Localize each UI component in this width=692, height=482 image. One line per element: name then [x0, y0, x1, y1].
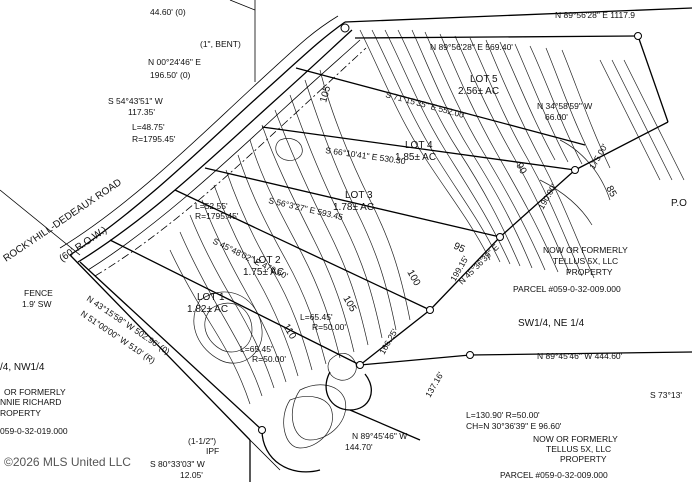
bearing-s80: S 80°33'03" W: [150, 459, 205, 469]
curve-l5255: L=52.55': [195, 201, 228, 211]
lot4-label: LOT 4: [405, 140, 433, 151]
bearing-n34: N 34°58'59" W: [537, 101, 592, 111]
lot5-acres: 2.56± AC: [458, 86, 499, 97]
curve-l6545a: L=65.45': [300, 312, 333, 322]
contour-105a: 105: [318, 84, 333, 103]
lot5-label: LOT 5: [470, 74, 498, 85]
bearing-n89-bottom: N 89°45'46" W 444.60': [537, 351, 623, 361]
bent-label: (1", BENT): [200, 39, 241, 49]
dist-14470: 144.70': [345, 442, 373, 452]
fence-sw: 1.9' SW: [22, 299, 52, 309]
bearing-s73: S 73°13': [650, 390, 682, 400]
curve-r5000b: R=50.00': [252, 354, 286, 364]
bearing-n00-dist: 196.50' (0): [150, 70, 191, 80]
fence-label: FENCE: [24, 288, 53, 298]
now-formerly-2: NOW OR FORMERLY: [533, 434, 618, 444]
bearing-s54-dist: 117.35': [128, 107, 155, 117]
nw14-label: /4, NW1/4: [0, 362, 45, 373]
pipe-size: (1-1/2"): [188, 436, 216, 446]
dist-17500: 175.00': [587, 142, 610, 171]
po-label: P.O: [671, 198, 687, 209]
top-bearing-a: 44.60' (0): [150, 7, 186, 17]
now-formerly-1: NOW OR FORMERLY: [543, 245, 628, 255]
annie-richard: NNIE RICHARD: [0, 397, 61, 407]
parcel-1: PARCEL #059-0-32-009.000: [513, 284, 621, 294]
dist-19000: 190.00': [536, 182, 559, 211]
or-formerly-w: OR FORMERLY: [4, 387, 66, 397]
lot3-acres: 1.78± AC: [333, 202, 374, 213]
lot4-acres: 1.85± AC: [395, 152, 436, 163]
parcel-2: PARCEL #059-0-32-009.000: [500, 470, 608, 480]
bearing-n89-small: N 89°45'46" W: [352, 431, 407, 441]
parcel-w: 059-0-32-019.000: [0, 426, 68, 436]
curve-r179545b: R=1795.45': [195, 211, 239, 221]
bearing-n00: N 00°24'46" E: [148, 57, 201, 67]
curve-r5000a: R=50.00': [312, 322, 346, 332]
contour-90: 90: [513, 161, 528, 177]
curve-ch-n30: CH=N 30°36'39" E 96.60': [466, 421, 562, 431]
lot3-label: LOT 3: [345, 190, 373, 201]
tellus-1: TELLUS 5X, LLC: [553, 256, 618, 266]
lot2-label: LOT 2: [253, 255, 281, 266]
watermark: ©2026 MLS United LLC: [4, 455, 131, 469]
contour-lines: [169, 29, 685, 449]
contour-85: 85: [603, 184, 618, 200]
road-right-of-way: [59, 15, 367, 277]
bearing-n89-top: N 89°56'28" E 569.40': [430, 42, 513, 52]
tellus-2: TELLUS 5X, LLC: [546, 444, 611, 454]
curve-l13090: L=130.90' R=50.00': [466, 410, 540, 420]
ipf-label: IPF: [206, 446, 219, 456]
sw14-label: SW1/4, NE 1/4: [518, 318, 585, 329]
dist-13716: 137.16': [423, 370, 446, 399]
bearing-s54: S 54°43'51" W: [108, 96, 163, 106]
lot2-acres: 1.75± AC: [243, 267, 284, 278]
contour-110: 110: [280, 322, 298, 342]
dist-1205: 12.05': [180, 470, 203, 480]
curve-r179545: R=1795.45': [132, 134, 176, 144]
roperty-w: ROPERTY: [0, 408, 41, 418]
bearing-n34-dist: 66.00': [545, 112, 568, 122]
curve-l4875: L=48.75': [132, 122, 165, 132]
contour-100: 100: [404, 268, 422, 288]
property-2: PROPERTY: [560, 454, 607, 464]
curve-l6545b: L=65.45': [240, 344, 273, 354]
property-1: PROPERTY: [566, 267, 613, 277]
top-bearing-b: N 89°56'28" E 1117.9: [555, 10, 635, 20]
lot1-label: LOT 1: [197, 292, 225, 303]
lot1-acres: 1.82± AC: [187, 304, 228, 315]
contour-95: 95: [452, 241, 467, 256]
